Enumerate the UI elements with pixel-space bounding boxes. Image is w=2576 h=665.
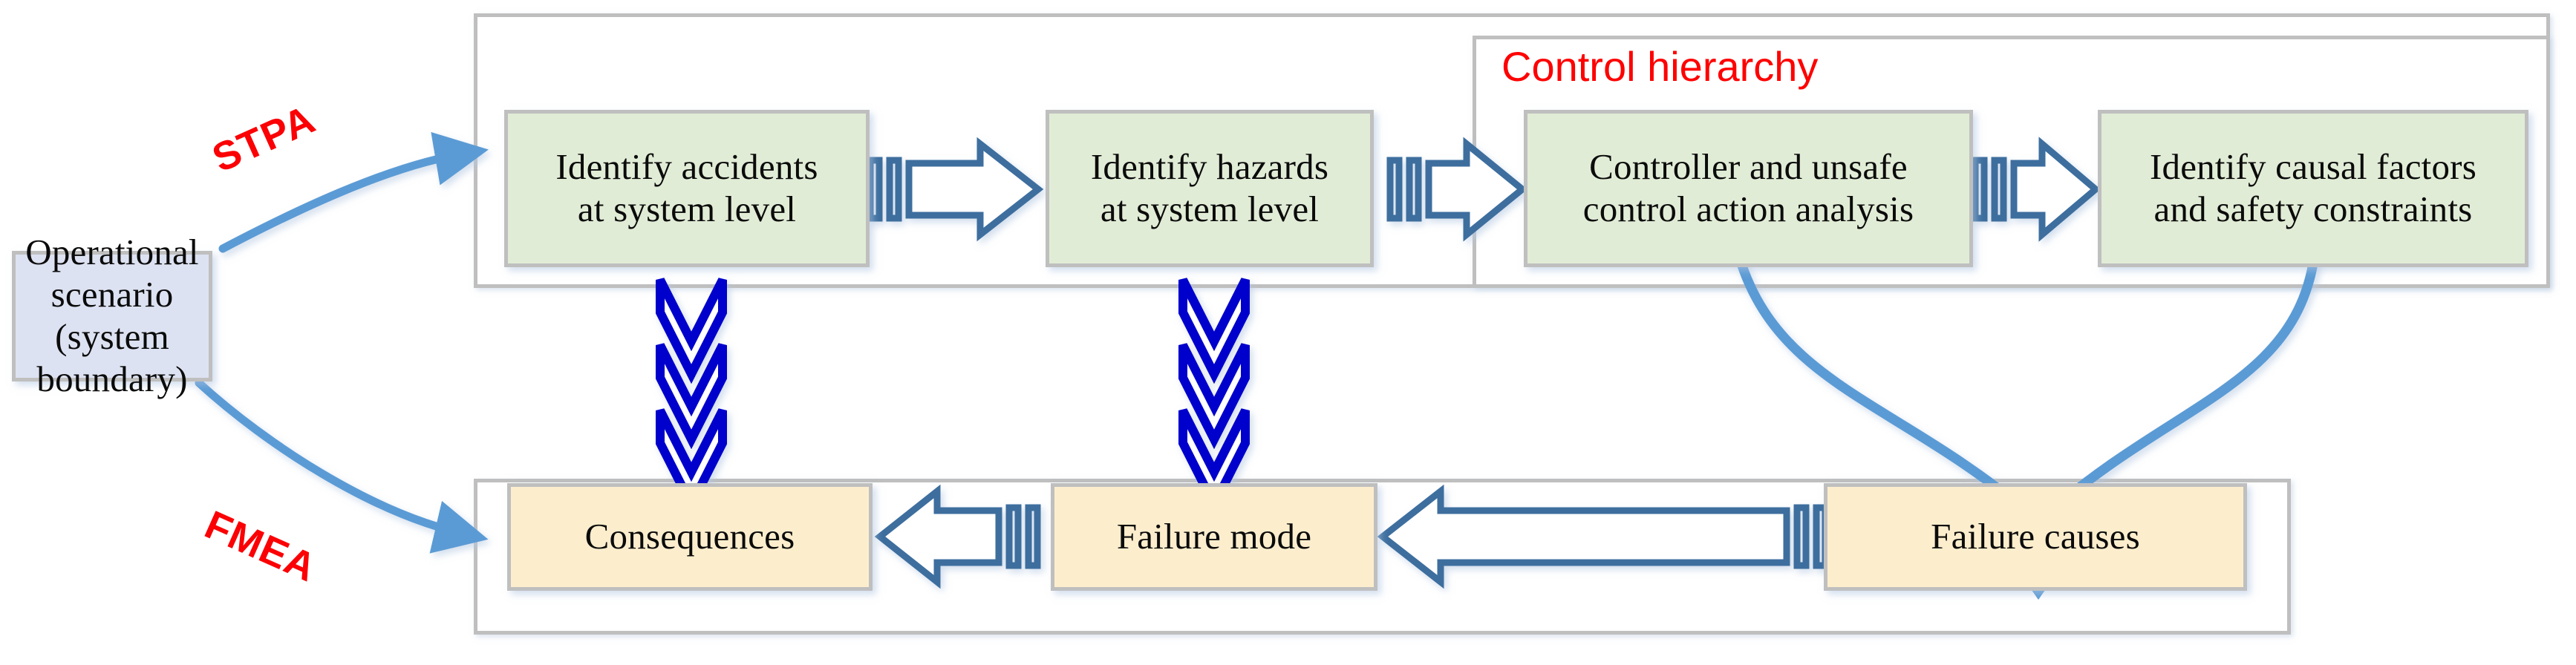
line-1: Operational bbox=[25, 232, 199, 273]
fmea-entry-curve bbox=[195, 379, 489, 554]
line-1: Identify causal factors bbox=[2150, 146, 2476, 188]
line-2: scenario bbox=[50, 274, 174, 315]
box-causal-factors-text: Identify causal factors and safety const… bbox=[2141, 146, 2485, 231]
line-1: Failure mode bbox=[1116, 516, 1312, 557]
line-3: (system boundary) bbox=[36, 316, 188, 399]
line-1: Identify accidents bbox=[555, 146, 818, 188]
line-1: Identify hazards bbox=[1090, 146, 1329, 188]
line-2: and safety constraints bbox=[2153, 189, 2473, 229]
stpa-entry-curve bbox=[218, 131, 489, 253]
line-2: at system level bbox=[577, 189, 797, 229]
stpa-label: STPA bbox=[206, 96, 322, 181]
line-1: Failure causes bbox=[1931, 516, 2140, 557]
line-1: Controller and unsafe bbox=[1589, 146, 1908, 188]
box-causal-factors[interactable]: Identify causal factors and safety const… bbox=[2098, 110, 2528, 267]
box-operational-scenario[interactable]: Operational scenario (system boundary) bbox=[12, 232, 212, 399]
line-2: control action analysis bbox=[1582, 189, 1914, 229]
box-failure-causes-text: Failure causes bbox=[1922, 516, 2149, 558]
box-operational-scenario-text: Operational scenario (system boundary) bbox=[16, 232, 209, 400]
box-identify-accidents[interactable]: Identify accidents at system level bbox=[504, 110, 870, 267]
line-2: at system level bbox=[1100, 189, 1320, 229]
box-failure-mode[interactable]: Failure mode bbox=[1051, 483, 1377, 591]
box-controller-analysis-text: Controller and unsafe control action ana… bbox=[1574, 146, 1923, 231]
box-identify-accidents-text: Identify accidents at system level bbox=[547, 146, 826, 231]
fmea-group-frame bbox=[474, 479, 2291, 635]
box-consequences[interactable]: Consequences bbox=[507, 483, 873, 591]
line-1: Consequences bbox=[584, 516, 795, 557]
control-hierarchy-label: Control hierarchy bbox=[1501, 43, 1819, 90]
fmea-label: FMEA bbox=[198, 502, 324, 591]
box-controller-analysis[interactable]: Controller and unsafe control action ana… bbox=[1524, 110, 1973, 267]
controller-to-failure-causes-curve bbox=[1736, 258, 2032, 517]
accidents-to-consequences-chevrons bbox=[656, 278, 727, 515]
box-failure-mode-text: Failure mode bbox=[1108, 516, 1320, 558]
box-consequences-text: Consequences bbox=[576, 516, 804, 558]
box-identify-hazards[interactable]: Identify hazards at system level bbox=[1046, 110, 1374, 267]
hazards-to-failure-mode-chevrons bbox=[1178, 278, 1250, 515]
box-identify-hazards-text: Identify hazards at system level bbox=[1082, 146, 1337, 231]
box-failure-causes[interactable]: Failure causes bbox=[1824, 483, 2247, 591]
causal-to-failure-causes-curve bbox=[2044, 258, 2318, 517]
